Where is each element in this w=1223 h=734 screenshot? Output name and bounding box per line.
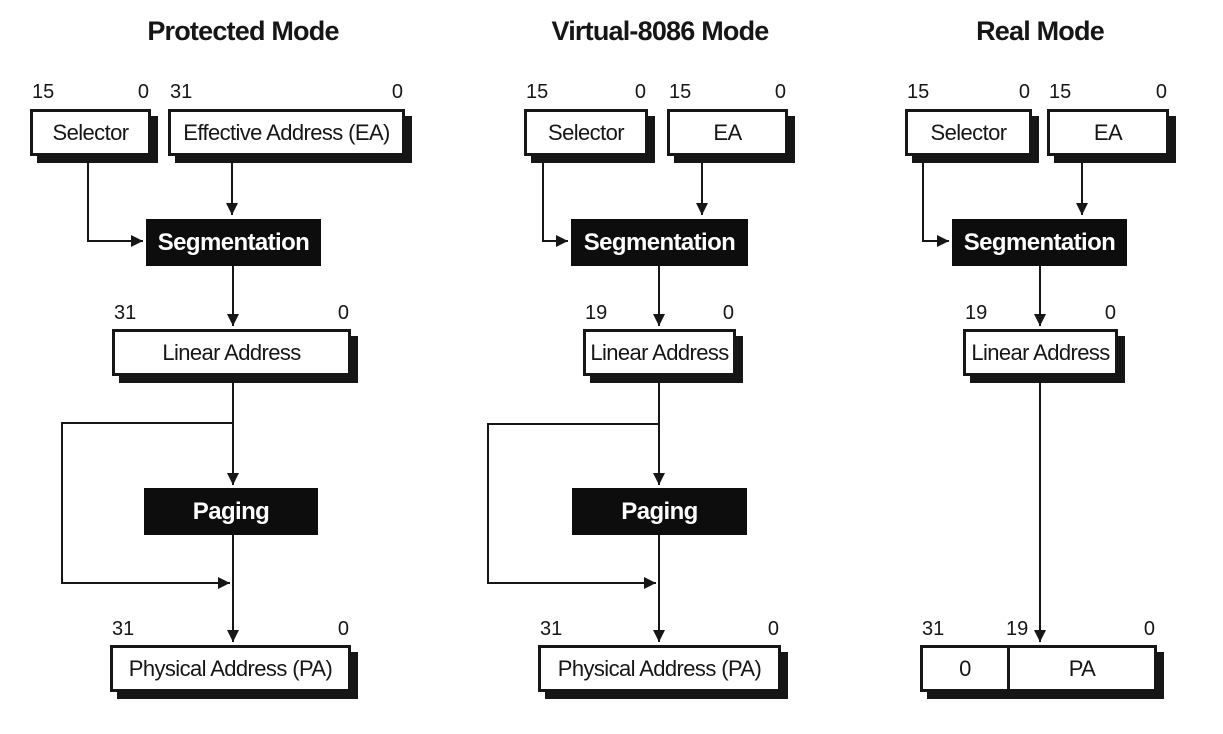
v86-effective-address-box: EA xyxy=(667,109,788,156)
rm-physical-address-box: 0 PA xyxy=(920,645,1157,692)
rm-linear-address-bit-range: 19 0 xyxy=(963,303,1118,323)
rm-selector-box: Selector xyxy=(905,109,1032,156)
pm-selector-bit-range: 15 0 xyxy=(30,82,151,102)
rm-pa-value-cell: PA xyxy=(1068,655,1096,681)
bit-label-low: 0 xyxy=(337,618,349,640)
bit-label-high: 15 xyxy=(32,81,55,103)
bit-label-high: 19 xyxy=(585,302,608,324)
pm-physical-address-bit-range: 31 0 xyxy=(110,619,351,639)
column-title-protected-mode: Protected Mode xyxy=(147,16,339,46)
bit-label-high: 31 xyxy=(540,618,563,640)
pm-effective-address-bit-range: 31 0 xyxy=(168,82,405,102)
pm-effective-address-box: Effective Address (EA) xyxy=(168,109,405,156)
v86-effective-address-bit-range: 15 0 xyxy=(667,82,788,102)
rm-segmentation-process-box: Segmentation xyxy=(952,219,1127,266)
bit-label-high: 31 xyxy=(112,618,135,640)
pm-selector-box: Selector xyxy=(30,109,151,156)
v86-physical-address-bit-range: 31 0 xyxy=(538,619,781,639)
column-title-real-mode: Real Mode xyxy=(976,16,1105,46)
bit-label-low: 0 xyxy=(722,302,734,324)
bit-label-high: 15 xyxy=(1049,81,1072,103)
bit-label-mid: 19 xyxy=(1006,618,1029,640)
pm-selector-to-segmentation-arrow xyxy=(87,156,143,247)
rm-selector-bit-range: 15 0 xyxy=(905,82,1032,102)
v86-paging-process-box: Paging xyxy=(572,488,747,535)
v86-linear-address-box: Linear Address xyxy=(583,329,736,376)
pm-segmentation-process-box: Segmentation xyxy=(146,219,321,266)
bit-label-low: 0 xyxy=(337,302,349,324)
rm-pa-zero-cell: 0 xyxy=(923,648,1010,689)
bit-label-high: 15 xyxy=(526,81,549,103)
bit-label-high: 19 xyxy=(965,302,988,324)
bit-label-low: 0 xyxy=(137,81,149,103)
rm-linear-address-box: Linear Address xyxy=(963,329,1118,376)
rm-physical-address-bit-range: 31 19 0 xyxy=(920,619,1157,639)
v86-physical-address-box: Physical Address (PA) xyxy=(538,645,781,692)
bit-label-low: 0 xyxy=(767,618,779,640)
bit-label-high: 15 xyxy=(669,81,692,103)
bit-label-low: 0 xyxy=(391,81,403,103)
bit-label-low: 0 xyxy=(1104,302,1116,324)
pm-linear-address-box: Linear Address xyxy=(112,329,351,376)
v86-selector-box: Selector xyxy=(524,109,648,156)
pm-linear-address-bit-range: 31 0 xyxy=(112,303,351,323)
bit-label-high: 31 xyxy=(170,81,193,103)
bit-label-low: 0 xyxy=(774,81,786,103)
pm-paging-process-box: Paging xyxy=(144,488,318,535)
rm-effective-address-bit-range: 15 0 xyxy=(1047,82,1169,102)
rm-effective-address-box: EA xyxy=(1047,109,1169,156)
v86-segmentation-process-box: Segmentation xyxy=(571,219,748,266)
column-title-virtual-8086-mode: Virtual-8086 Mode xyxy=(551,16,770,46)
bit-label-low: 0 xyxy=(1018,81,1030,103)
v86-linear-address-bit-range: 19 0 xyxy=(583,303,736,323)
bit-label-high: 15 xyxy=(907,81,930,103)
pm-physical-address-box: Physical Address (PA) xyxy=(110,645,351,692)
rm-selector-to-segmentation-arrow xyxy=(922,156,949,247)
bit-label-low: 0 xyxy=(1143,618,1155,640)
bit-label-low: 0 xyxy=(1155,81,1167,103)
bit-label-high: 31 xyxy=(114,302,137,324)
v86-selector-bit-range: 15 0 xyxy=(524,82,648,102)
bit-label-low: 0 xyxy=(634,81,646,103)
bit-label-high: 31 xyxy=(922,618,945,640)
v86-selector-to-segmentation-arrow xyxy=(542,156,568,247)
